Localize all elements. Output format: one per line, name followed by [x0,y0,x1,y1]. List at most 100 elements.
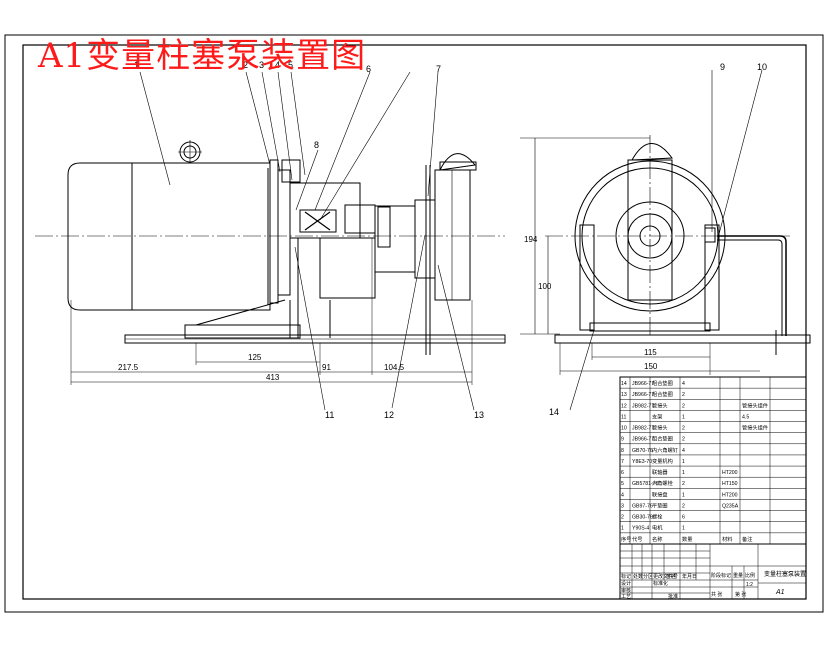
bom-cell-name: 电机 [652,524,663,532]
bom-cell-name: 内六角螺钉 [652,446,678,454]
bom-cell-material: HT200 [722,492,738,498]
tb-signature: 签名 [666,573,676,580]
dim-125: 125 [248,353,262,362]
callout-2: 2 [243,60,248,70]
bom-cell-code: GB70-76 [632,448,653,454]
dim-104-5: 104.5 [384,363,405,372]
side-view [520,69,811,411]
bom-cell-qty: 2 [682,392,685,398]
callout-7: 7 [436,64,441,74]
callout-6: 6 [366,64,371,74]
tb-count: 处数 [633,573,643,580]
bom-cell-no: 2 [621,515,624,521]
bom-cell-qty: 1 [682,459,685,465]
bom-cell-qty: 1 [682,492,685,498]
tb-drawing-name: 变量柱塞泵装置 [764,570,806,578]
bom-cell-name: 组合垫圈 [652,379,673,387]
bom-cell-qty: 4 [682,448,685,454]
tb-scale: 1:2 [746,582,753,588]
bom-header-name: 名称 [652,535,662,543]
tb-check: 审核 [621,587,631,594]
dim-413: 413 [266,373,280,382]
bom-cell-code: JB966-77 [632,381,654,387]
bom-header-qty: 数量 [682,535,692,543]
tb-design: 设计 [621,580,631,587]
tb-date: 年月日 [682,573,697,580]
callout-5: 5 [288,60,293,70]
bom-cell-qty: 2 [682,403,685,409]
bom-cell-code: JB966-77 [632,437,654,443]
dimension-labels: 217.5 125 91 104.5 413 194 100 115 150 [118,235,658,382]
callout-14: 14 [549,407,559,417]
bom-header-material: 材料 [722,535,732,543]
bom-cell-qty: 2 [682,437,685,443]
callout-3: 3 [259,60,264,70]
bom-cell-no: 1 [621,526,624,532]
bom-cell-name: 平垫圈 [652,501,668,509]
tb-weight: 重量 [733,572,743,579]
bom-cell-material: HT200 [722,470,738,476]
outer-frame [4,34,824,613]
bom-cell-material: HT150 [722,481,738,487]
bom-cell-no: 10 [621,426,627,432]
callout-12: 12 [384,410,394,420]
bom-cell-qty: 1 [682,414,685,420]
bom-header-no: 序号 [621,535,631,543]
bom-cell-no: 11 [621,414,626,420]
tb-stage: 阶段标记 [711,572,731,579]
tb-approve: 批准 [668,593,678,600]
tb-sheet-size: A1 [775,589,785,596]
bom-cell-qty: 1 [682,526,685,532]
callout-10: 10 [757,62,767,72]
tb-sheets: 共 张 [711,591,722,598]
bom-cell-name: 六角螺栓 [652,479,674,487]
bom-cell-no: 4 [621,492,624,498]
bom-cell-no: 12 [621,403,627,409]
callout-9: 9 [720,62,725,72]
drawing-title: A1变量柱塞泵装置图 [38,36,367,76]
callout-8: 8 [314,140,319,150]
bom-cell-code: JB966-77 [632,392,654,398]
dim-115: 115 [644,348,657,357]
bom-cell-code: GB5781-76 [632,481,659,487]
bom-cell-no: 13 [621,392,627,398]
front-view [35,71,506,411]
bom-cell-name: 组合垫圈 [652,390,673,398]
bom-cell-qty: 2 [682,481,685,487]
bom-cell-no: 9 [621,437,624,443]
bom-header-note: 备注 [742,535,752,543]
callout-11: 11 [325,410,334,420]
callout-1: 1 [134,60,139,70]
bom-cell-name: 支架 [652,412,662,420]
bom-cell-name: 螺栓 [652,513,663,521]
bom-cell-no: 3 [621,503,624,509]
tb-change-doc: 更改文件号 [653,573,678,580]
tb-process: 工艺 [621,594,631,600]
dim-91: 91 [322,363,331,372]
bom-cell-qty: 1 [682,470,685,476]
bom-cell-name: 联接盘 [652,490,668,498]
tb-scale-label: 比例 [745,572,755,579]
bom-cell-qty: 2 [682,426,685,432]
inner-frame [22,44,807,600]
bom-cell-name: 变量机构 [652,457,673,465]
callout-labels: 1 2 3 4 5 6 7 8 9 10 11 12 13 14 [134,60,767,420]
dim-217-5: 217.5 [118,363,139,372]
tb-zone: 分区 [643,573,653,580]
bom-cell-code: JB982-77 [632,403,654,409]
bom-cell-material: Q235A [722,503,739,509]
bom-cell-qty: 6 [682,515,685,521]
bom-cell-no: 8 [621,448,624,454]
bom-cell-note: 管接头组件 [742,401,768,409]
bom-cell-note: 管接头组件 [742,424,768,432]
dim-194: 194 [524,235,538,244]
bom-cell-code: Y90S-4 [632,526,649,532]
bom-cell-no: 14 [621,381,627,387]
tb-mark: 标记 [621,573,631,580]
bom-cell-name: 管接头 [652,424,668,432]
bom-cell-note: 4.5 [742,414,749,420]
title-block: 标记 处数 分区 更改文件号 签名 年月日 设计 标准化 审核 工艺 批准 阶段… [619,543,807,600]
bom-cell-no: 6 [621,470,624,476]
